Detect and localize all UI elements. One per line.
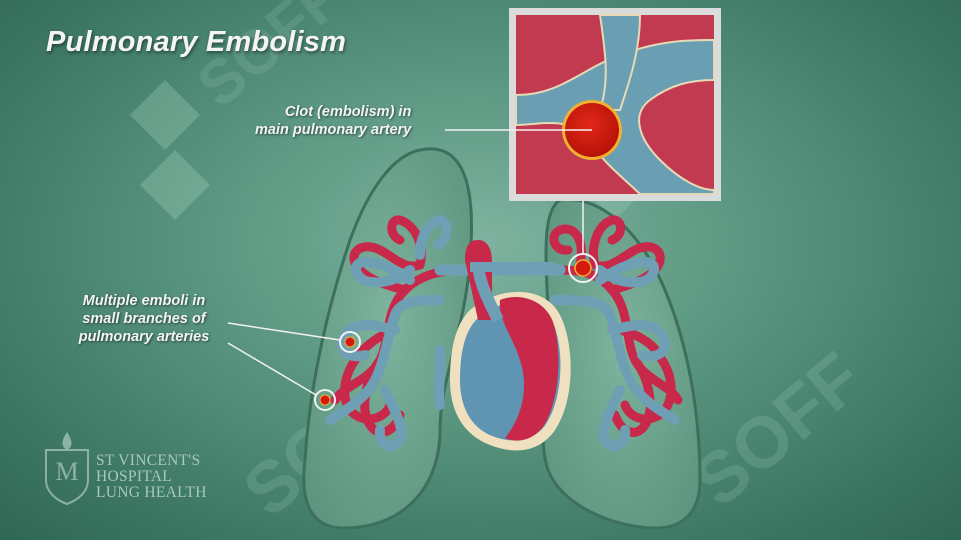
watermark-text-bottom-right: SOFF bbox=[679, 338, 878, 523]
clot-label: Clot (embolism) in main pulmonary artery bbox=[255, 103, 411, 139]
logo-line3: LUNG HEALTH bbox=[96, 484, 207, 501]
pulmonary-veins bbox=[325, 214, 680, 452]
clot-inset-box bbox=[445, 8, 721, 201]
hospital-logo-emblem: M bbox=[45, 432, 89, 506]
watermark-logo-top-left bbox=[130, 80, 210, 220]
clot-label-line1: Clot (embolism) in bbox=[284, 104, 412, 120]
emboli-label-line2: small branches of bbox=[82, 311, 206, 327]
emboli-label-line3: pulmonary arteries bbox=[78, 329, 210, 345]
logo-line1: ST VINCENT'S bbox=[96, 452, 201, 469]
heart bbox=[450, 240, 571, 451]
emboli-connector-lower bbox=[227, 342, 317, 396]
emboli-label-line1: Multiple emboli in bbox=[82, 293, 206, 309]
emboli-connector-upper bbox=[227, 322, 341, 341]
svg-text:M: M bbox=[55, 457, 78, 486]
logo-line2: HOSPITAL bbox=[96, 468, 173, 485]
clot-label-line2: main pulmonary artery bbox=[255, 122, 412, 138]
hospital-logo-text: ST VINCENT'S HOSPITAL LUNG HEALTH bbox=[96, 453, 207, 501]
emboli-label: Multiple emboli in small branches of pul… bbox=[62, 292, 226, 346]
small-embolus-lower bbox=[314, 389, 336, 411]
small-embolus-upper bbox=[339, 331, 361, 353]
page-title: Pulmonary Embolism bbox=[46, 26, 347, 58]
